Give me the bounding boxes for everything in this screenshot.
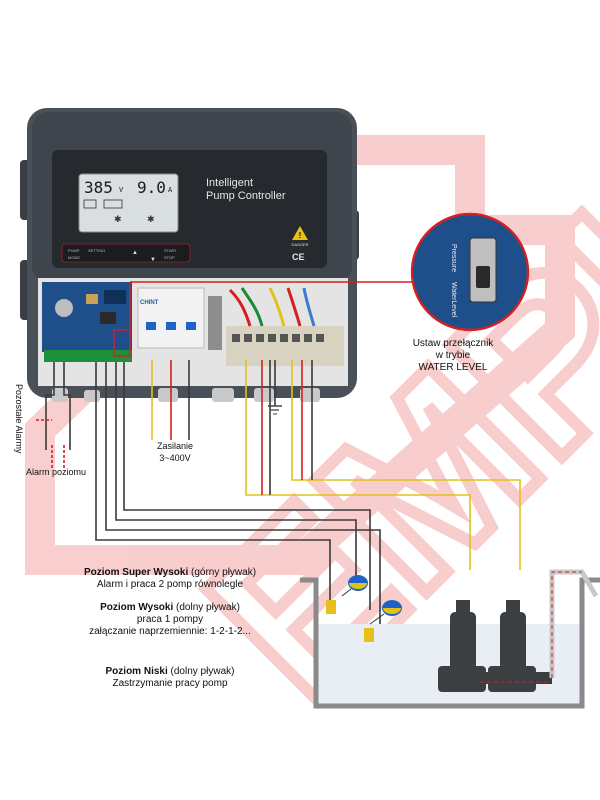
pcb-terminal-block	[44, 350, 132, 362]
up-arrow-icon: ▲	[132, 250, 138, 256]
circuit-breaker	[137, 287, 205, 349]
float-switch-lower	[364, 600, 402, 642]
current-unit: A	[168, 186, 173, 194]
level-super-high-sub: (górny pływak)	[188, 567, 257, 578]
water-tank	[300, 569, 600, 709]
button-label-stop: STOP	[164, 255, 175, 260]
level-alarm-label: Alarm poziomu	[26, 467, 87, 477]
float-switch-upper	[326, 575, 368, 614]
wires	[36, 360, 521, 630]
controller-interior: CHINT	[38, 278, 351, 402]
switch-highlight-box	[113, 329, 131, 357]
level-high-desc2: załączanie naprzemiennie: 1-2-1-2...	[89, 626, 251, 637]
controller-title-line1: Intelligent	[206, 177, 253, 189]
switch-caption-line3: WATER LEVEL	[418, 362, 488, 373]
pump-2	[488, 600, 552, 692]
down-arrow-icon: ▼	[150, 257, 156, 263]
mode-switch-knob	[476, 266, 490, 288]
other-alarms-label: Pozostałe Alarmy	[14, 384, 24, 454]
button-label-pump: PUMP	[68, 248, 80, 253]
level-super-high-desc: Alarm i praca 2 pomp równolegle	[96, 579, 244, 590]
level-low-desc: Zastrzymanie pracy pomp	[112, 678, 228, 689]
current-readout: 9.0	[137, 178, 166, 197]
switch-caption: Ustaw przełącznik w trybie WATER LEVEL	[398, 338, 508, 374]
button-label-setting: SETTING	[88, 248, 105, 253]
power-label: Zasilanie 3~400V	[140, 440, 210, 464]
level-low: Poziom Niski (dolny pływak) Zastrzymanie…	[60, 666, 280, 690]
voltage-readout: 385	[84, 178, 113, 197]
voltage-unit: V	[119, 186, 124, 194]
controller-title-line2: Pump Controller	[206, 190, 286, 202]
terminal-strip	[226, 326, 344, 366]
button-label-start: START	[164, 248, 177, 253]
switch-label-waterlevel: WaterLevel	[450, 282, 457, 318]
switch-label-pressure: Pressure	[450, 244, 457, 272]
breaker-brand: CHINT	[140, 300, 159, 306]
level-high-title: Poziom Wysoki	[100, 602, 174, 613]
level-low-title: Poziom Niski	[105, 666, 168, 677]
pcb-buzzer	[55, 299, 73, 317]
level-high-sub: (dolny pływak)	[173, 602, 240, 613]
lcd-display: 385 V 9.0 A ✱ ✱	[78, 173, 179, 233]
danger-icon	[292, 226, 308, 240]
button-label-mode: MODE	[68, 255, 80, 260]
ce-mark: CE	[292, 252, 305, 262]
power-label-line2: 3~400V	[159, 453, 191, 463]
level-low-sub: (dolny pływak)	[167, 666, 235, 677]
danger-label: DANGER	[291, 242, 308, 247]
switch-callout: Pressure WaterLevel	[410, 212, 530, 332]
svg-text:!: !	[299, 231, 302, 240]
power-label-line1: Zasilanie	[156, 441, 194, 451]
level-high-desc1: praca 1 pompy	[136, 614, 204, 625]
level-high: Poziom Wysoki (dolny pływak) praca 1 pom…	[60, 602, 280, 638]
fan-icon: ✱	[114, 214, 122, 224]
fan-icon-2: ✱	[147, 214, 155, 224]
other-alarms-label-wrap: Pozostałe Alarmy	[12, 384, 24, 454]
switch-caption-line2: w trybie	[435, 350, 471, 361]
level-super-high-title: Poziom Super Wysoki	[83, 567, 189, 578]
button-panel: PUMP SETTING MODE START STOP ▲ ▼	[61, 243, 191, 263]
level-super-high: Poziom Super Wysoki (górny pływak) Alarm…	[60, 567, 280, 591]
switch-caption-line1: Ustaw przełącznik	[412, 338, 494, 349]
